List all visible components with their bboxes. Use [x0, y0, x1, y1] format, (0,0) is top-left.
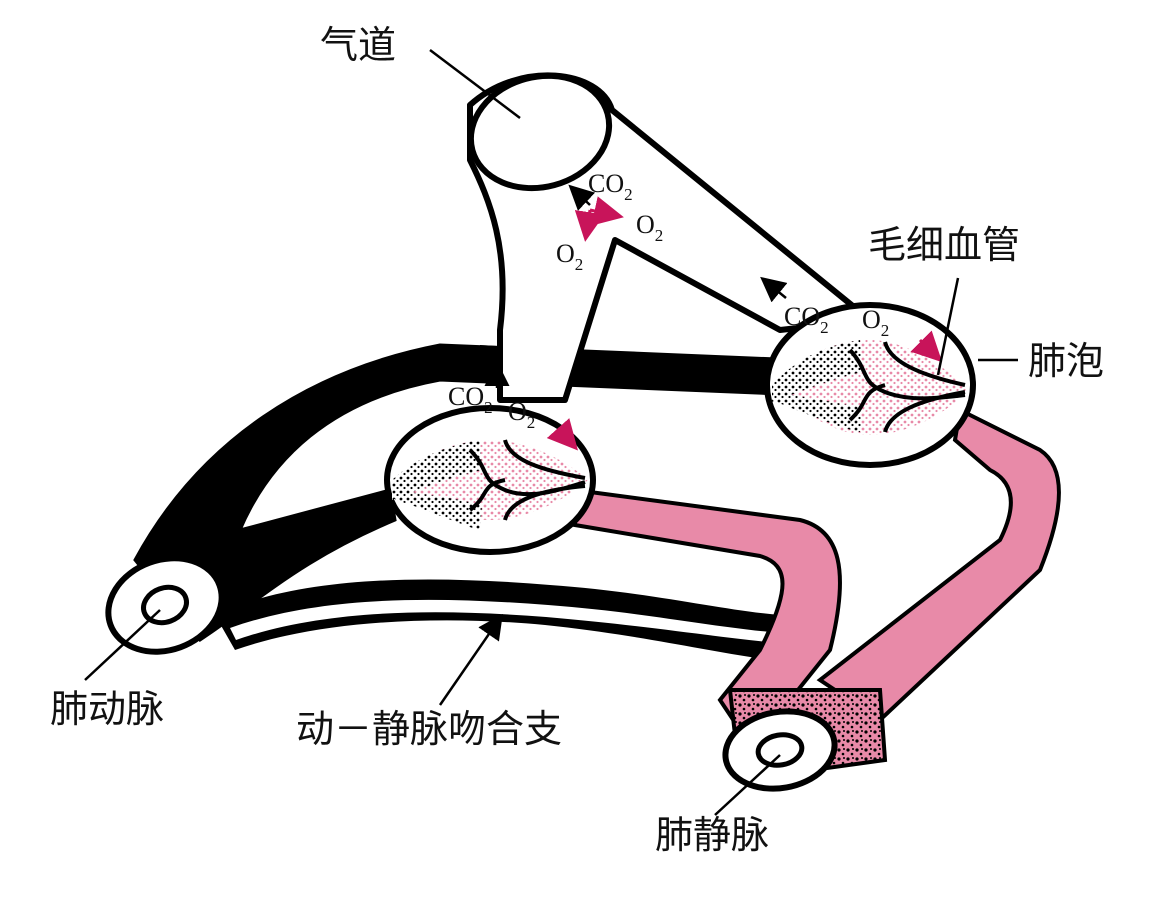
label-airway: 气道 — [320, 23, 396, 67]
leader-anastomosis — [440, 618, 500, 705]
label-anastomosis: 动－静脉吻合支 — [296, 707, 562, 751]
alveolus-left — [387, 408, 593, 552]
label-alveolus: 肺泡 — [1028, 339, 1104, 383]
label-pulmonary-artery: 肺动脉 — [50, 687, 164, 731]
label-pulmonary-vein: 肺静脉 — [655, 813, 769, 857]
label-capillary: 毛细血管 — [868, 223, 1020, 267]
